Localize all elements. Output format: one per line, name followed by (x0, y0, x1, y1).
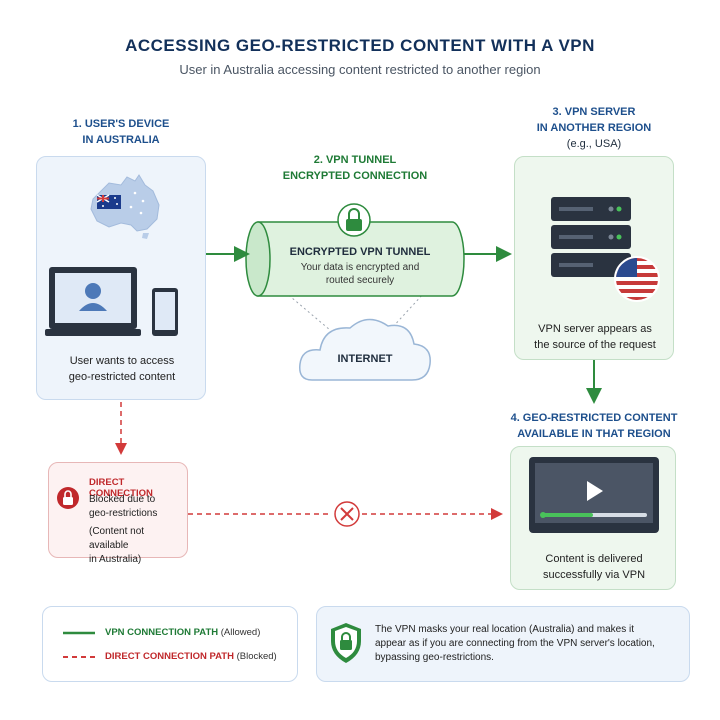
tunnel-internet-link (389, 291, 426, 331)
legend-lines (63, 631, 95, 658)
tunnel-heading: 2. VPN TUNNEL ENCRYPTED CONNECTION (282, 154, 428, 182)
laptop-icon (45, 267, 141, 336)
user-avatar-icon (85, 283, 101, 299)
australia-map-icon (90, 174, 160, 239)
phone-icon (152, 288, 178, 336)
legend-direct-item: DIRECT CONNECTION PATH (Blocked) (105, 651, 277, 662)
vpn-tunnel (245, 221, 465, 297)
page-subtitle: User in Australia accessing content rest… (179, 62, 541, 77)
device-heading: 1. USER'S DEVICE IN AUSTRALIA (72, 118, 170, 146)
play-icon (587, 481, 603, 501)
server-caption: VPN server appears as the source of the … (534, 323, 656, 351)
lock-icon (57, 487, 79, 509)
server-card: VPN server appears as the source of the … (514, 156, 674, 360)
internet-label: INTERNET (337, 353, 393, 365)
direct-connection-card: DIRECT CONNECTION Blocked due to geo-res… (48, 462, 188, 565)
shield-icon (331, 623, 361, 663)
legend: VPN CONNECTION PATH (Allowed) DIRECT CON… (42, 606, 298, 682)
usa-flag-icon (614, 256, 660, 302)
tunnel-text: ENCRYPTED VPN TUNNEL Your data is encryp… (289, 246, 431, 286)
info-note-text: The VPN masks your real location (Austra… (375, 624, 655, 663)
page-title: ACCESSING GEO-RESTRICTED CONTENT WITH A … (125, 36, 595, 55)
content-card: Content is delivered successfully via VP… (510, 446, 676, 590)
info-note: The VPN masks your real location (Austra… (316, 606, 690, 682)
tunnel-internet-link (284, 291, 331, 331)
blocked-icon (334, 501, 360, 527)
server-heading: 3. VPN SERVER IN ANOTHER REGION (e.g., U… (536, 106, 652, 150)
device-card: User wants to access geo-restricted cont… (36, 156, 206, 400)
server-rack-icon (551, 197, 660, 302)
direct-connection-title: DIRECT CONNECTION (89, 477, 153, 499)
monitor-icon (529, 457, 659, 533)
progress-bar (541, 513, 593, 517)
australian-flag-icon (96, 194, 121, 209)
direct-connection-text: Blocked due to geo-restrictions (Content… (89, 494, 158, 565)
internet-cloud-icon (299, 318, 431, 381)
content-heading: 4. GEO-RESTRICTED CONTENT AVAILABLE IN T… (510, 412, 678, 440)
content-caption: Content is delivered successfully via VP… (542, 553, 646, 581)
legend-vpn-item: VPN CONNECTION PATH (Allowed) (105, 627, 261, 638)
device-caption: User wants to access geo-restricted cont… (68, 355, 176, 383)
lock-icon (337, 203, 371, 237)
